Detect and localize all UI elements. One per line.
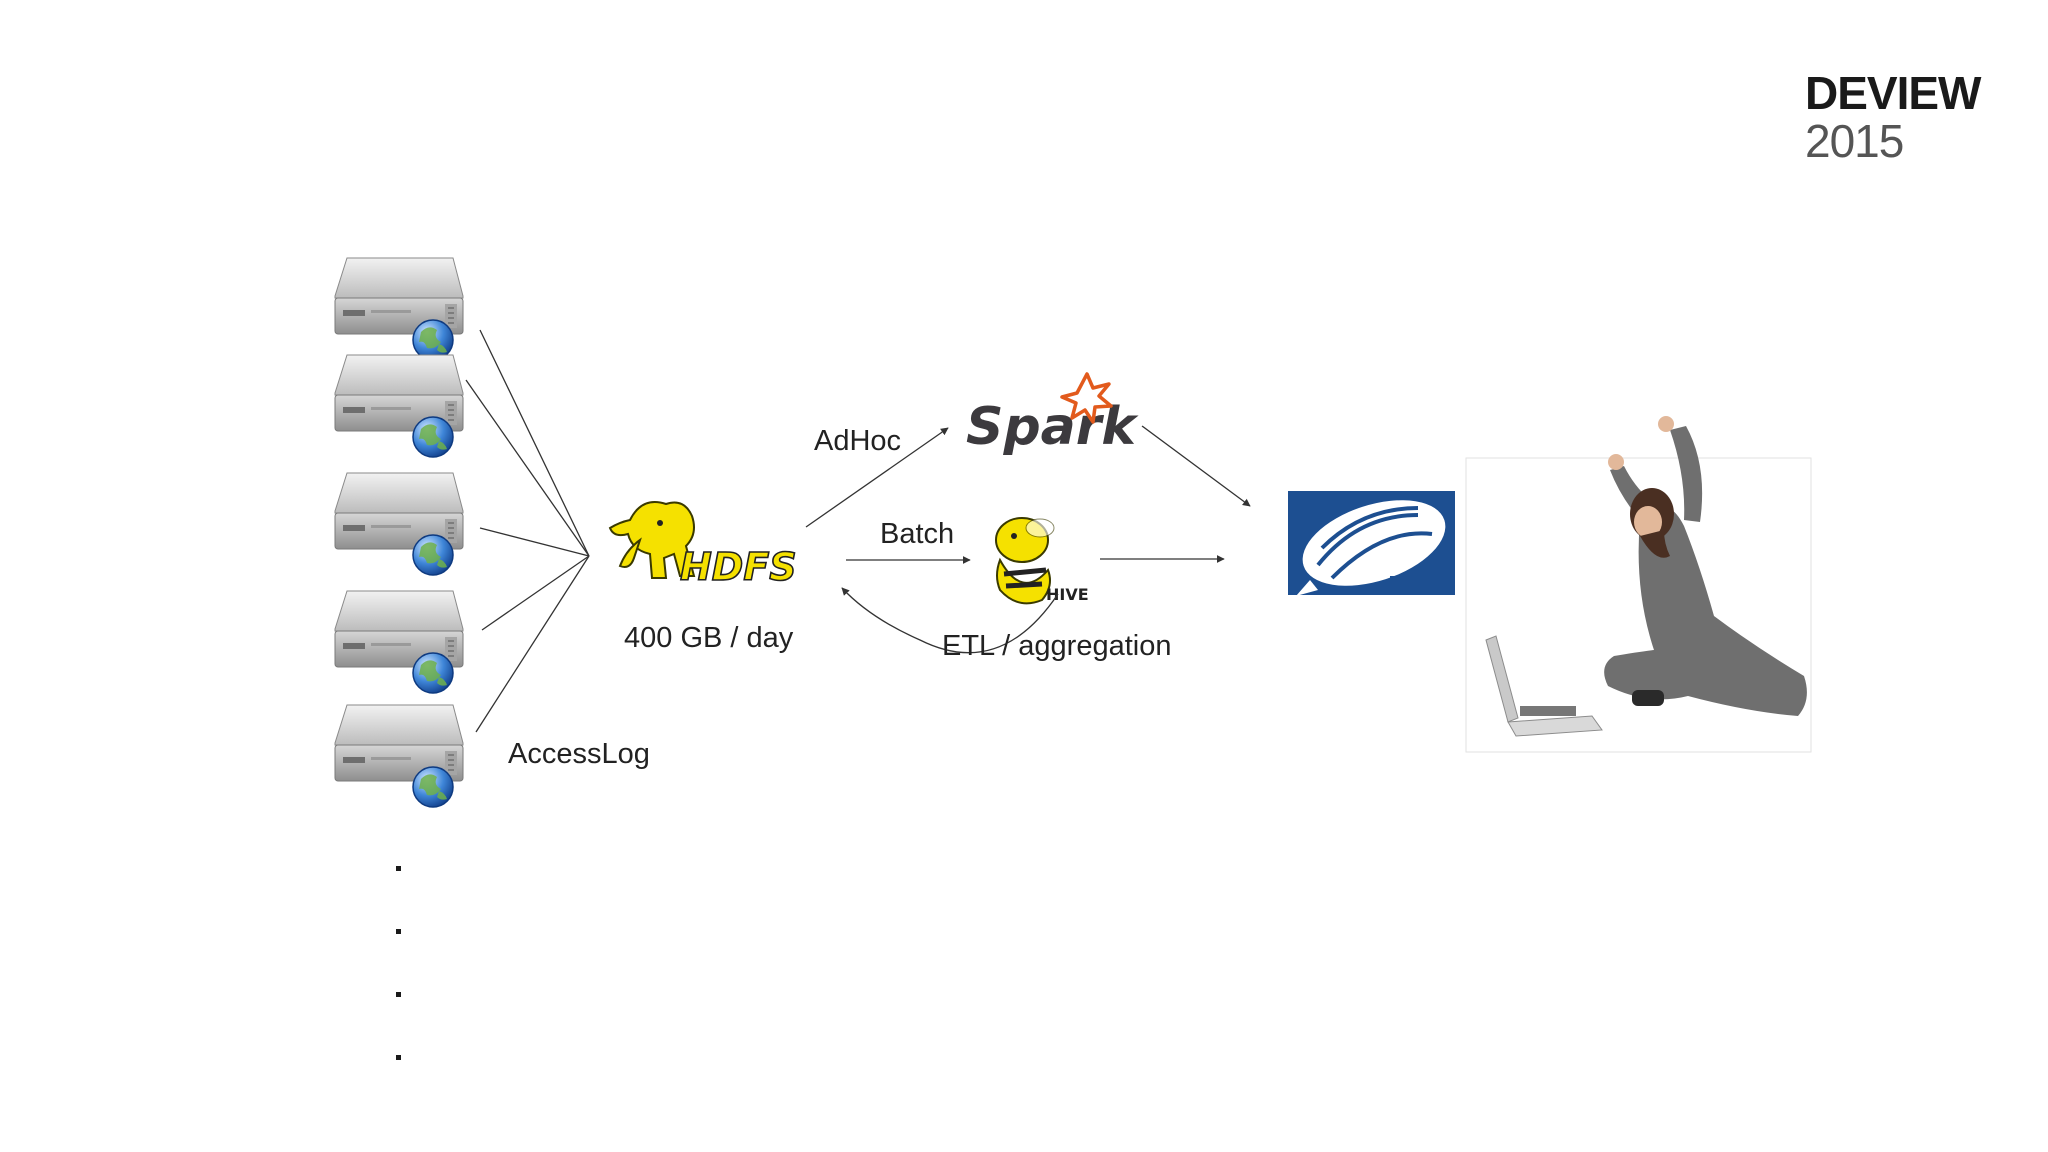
web-server-icon xyxy=(334,590,464,694)
zeppelin-logo xyxy=(1288,491,1455,596)
web-server-icon xyxy=(334,354,464,458)
hive-wordmark: HIVE xyxy=(1046,585,1089,604)
brand-name: DEVIEW xyxy=(1805,67,1981,119)
adhoc-label: AdHoc xyxy=(814,425,902,457)
hdfs-logo: HDFS xyxy=(608,501,797,590)
adhoc-arrow xyxy=(805,427,949,528)
access-log-label: AccessLog xyxy=(508,738,650,770)
server-4 xyxy=(334,590,464,694)
web-server-icon xyxy=(334,257,464,361)
deview-logo: DEVIEW 2015 xyxy=(1805,67,1981,167)
spark-wordmark: Spark xyxy=(966,397,1139,457)
access-log-connectors xyxy=(465,329,590,733)
spark-logo: Spark xyxy=(966,372,1139,457)
brand-year: 2015 xyxy=(1805,115,1904,167)
spark-to-zeppelin-arrow xyxy=(1141,425,1251,507)
etl-label: ETL / aggregation xyxy=(942,630,1172,662)
server-5 xyxy=(334,704,464,808)
server-1 xyxy=(334,257,464,361)
happy-user-photo xyxy=(1465,416,1812,753)
web-server-icon xyxy=(334,704,464,808)
continuation-dots xyxy=(396,866,401,1060)
server-3 xyxy=(334,472,464,576)
batch-label: Batch xyxy=(880,518,955,550)
hdfs-wordmark: HDFS xyxy=(680,545,797,589)
hive-logo: HIVE xyxy=(995,517,1089,605)
web-server-icon xyxy=(334,472,464,576)
throughput-label: 400 GB / day xyxy=(624,622,794,654)
etl-return-arrow xyxy=(841,587,1059,654)
server-2 xyxy=(334,354,464,458)
